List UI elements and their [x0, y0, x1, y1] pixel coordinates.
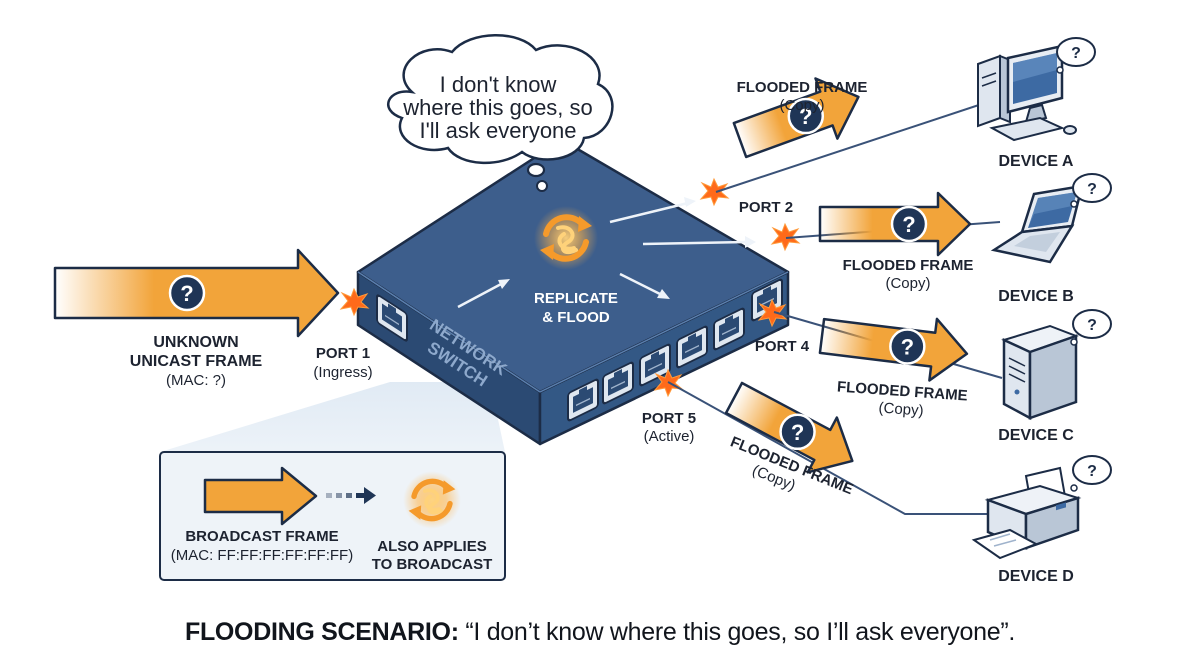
inset-beam [160, 382, 505, 452]
thought-line-1: I don't know [440, 72, 557, 97]
caption-quote: “I don’t know where this goes, so I’ll a… [458, 618, 1016, 646]
question-badge-d [779, 413, 816, 451]
broadcast-note-2: TO BROADCAST [372, 556, 493, 573]
device-c-tower-icon[interactable] [1001, 324, 1079, 421]
flooded-label-b: FLOODED FRAME [843, 257, 974, 274]
question-badge-b [890, 205, 928, 243]
flooded-arrow-d [724, 381, 854, 474]
broadcast-swirl-icon [403, 471, 461, 529]
flooded-arrow-b [818, 191, 972, 257]
flooded-arrow-a [732, 77, 860, 159]
replicate-swirl-icon [534, 206, 598, 270]
flooded-label-a: FLOODED FRAME [737, 79, 868, 96]
thought-line-2: where this goes, so [402, 95, 593, 120]
broadcast-dash-arrow [326, 487, 376, 504]
broadcast-inset [159, 451, 506, 581]
broadcast-frame-label: BROADCAST FRAME [185, 528, 338, 545]
device-d-thought-icon [1072, 455, 1112, 485]
replicate-label-1: REPLICATE [534, 290, 618, 307]
port-1-label: PORT 1 [316, 345, 370, 362]
device-b-thought-icon [1072, 173, 1112, 203]
cable-device-d [667, 381, 1000, 515]
port-5-label: PORT 5 [642, 410, 696, 427]
flooded-sub-b: (Copy) [885, 275, 930, 292]
port-4-label: PORT 4 [755, 338, 810, 355]
device-d-printer-icon[interactable] [971, 466, 1082, 560]
port-2-label: PORT 2 [739, 199, 793, 216]
port-5-role: (Active) [644, 428, 695, 445]
device-a-desktop-icon[interactable] [977, 44, 1077, 142]
replicate-label-2: & FLOOD [542, 309, 610, 326]
switch-led [536, 180, 548, 192]
ingress-frame-mac: (MAC: ?) [166, 372, 226, 389]
port-1-role: (Ingress) [313, 364, 372, 381]
broadcast-arrow [203, 466, 318, 526]
ingress-frame-label-2: UNICAST FRAME [130, 353, 263, 370]
question-badge-c [889, 328, 926, 365]
device-a-thought-icon [1056, 37, 1096, 67]
ingress-arrow [53, 248, 340, 338]
flooded-arrow-c [818, 317, 969, 382]
device-a-label: DEVICE A [999, 153, 1074, 170]
thought-line-3: I'll ask everyone [419, 118, 576, 143]
device-b-label: DEVICE B [998, 288, 1074, 305]
device-b-laptop-icon[interactable] [990, 184, 1084, 264]
device-d-label: DEVICE D [998, 568, 1074, 585]
caption-title: FLOODING SCENARIO: [184, 618, 459, 646]
internal-flow-arrows [457, 197, 756, 309]
flooded-sub-a: (Copy) [779, 97, 824, 114]
diagram-caption: FLOODING SCENARIO: “I don’t know where t… [0, 618, 1200, 647]
flooded-sub-c: (Copy) [878, 399, 924, 419]
broadcast-frame-mac: (MAC: FF:FF:FF:FF:FF:FF) [171, 547, 353, 564]
ingress-frame-label-1: UNKNOWN [153, 334, 238, 351]
device-c-thought-icon [1072, 309, 1112, 339]
device-c-label: DEVICE C [998, 427, 1074, 444]
port-2-flash-icon [700, 178, 729, 206]
broadcast-note-1: ALSO APPLIES [377, 538, 486, 555]
thought-bubble [387, 34, 614, 178]
ingress-question-badge [168, 274, 206, 312]
cable-device-a [715, 97, 1001, 193]
